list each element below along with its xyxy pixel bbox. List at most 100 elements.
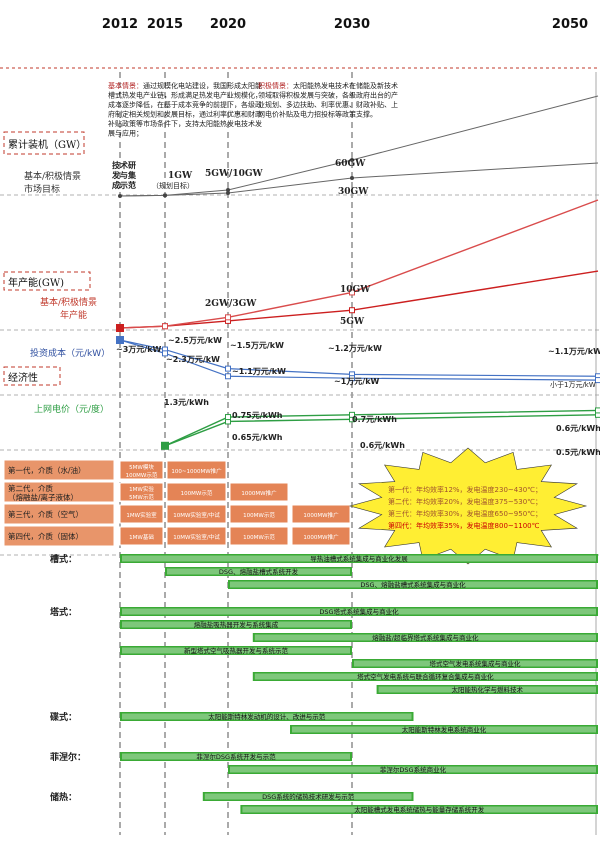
- tech-bar-sheen: [122, 608, 596, 615]
- tech-bar: [120, 712, 414, 721]
- tech-bar-text: 太阳能斯特林发电系统商业化: [402, 725, 487, 734]
- scenario-text: 业规划、多边扶助、利率优惠、财政补贴、上: [258, 100, 398, 109]
- generation-cell: [166, 504, 227, 524]
- cumulative-annotation: 5GW/10GW: [205, 169, 264, 179]
- tech-bar-text: 新型塔式空气吸热器开发与系统示范: [184, 646, 289, 655]
- cumulative-label: 累计装机（GW）: [8, 138, 86, 151]
- generation-label: 第三代，介质（空气）: [8, 509, 83, 519]
- tech-bar-sheen: [122, 713, 412, 720]
- generation-cell-text: 5MW模块: [129, 463, 154, 471]
- generation-cell-text: 1MW基础: [129, 533, 154, 541]
- scenario-text: 槽式热发电产业链，形成满足热发电产业规模化，: [108, 91, 262, 100]
- cumulative-point: [163, 193, 167, 198]
- tech-group-label: 储热：: [50, 791, 77, 803]
- tariff-annotation: 0.75元/kWh: [232, 411, 283, 420]
- tech-bar: [228, 580, 598, 589]
- generation-label-cell: [3, 503, 115, 525]
- tech-bar-text: 太阳能斯特林发动机的设计、改进与示范: [208, 712, 326, 721]
- tech-bar-sheen: [230, 581, 596, 588]
- tech-group-label: 塔式：: [50, 606, 77, 618]
- tech-bar-sheen: [242, 806, 596, 813]
- scenario-text: 太阳能热发电技术在储能及新技术: [293, 81, 398, 90]
- cumulative-label-box: [3, 131, 85, 155]
- generation-cell-text: 5MW示范: [129, 493, 154, 501]
- investment-annotation: ~1.5万元/kW: [230, 341, 284, 350]
- cumulative-annotation: （规划目标）: [152, 181, 194, 190]
- tariff-annotation: 1.3元/kWh: [164, 398, 209, 407]
- tech-bar: [240, 805, 598, 814]
- cumulative-annotation: 技术研: [112, 160, 136, 170]
- annual-sublabel: 基本/积极情景: [40, 296, 97, 308]
- scenario-text: 补贴政策等市场条件下，支持太阳能热发电技术发: [108, 119, 262, 128]
- scenario-title: 积极情景：: [258, 81, 293, 90]
- economics-label: 经济性: [8, 371, 38, 384]
- generation-cell: [166, 460, 227, 480]
- tech-bar: [120, 607, 598, 616]
- burst-text: 第四代：年均效率35%，发电温度800~1100℃: [388, 521, 540, 530]
- tariff-point: [225, 414, 231, 421]
- generation-cell: [229, 504, 289, 524]
- generation-cell-text: 100MW示范: [243, 533, 275, 541]
- tariff-line-high: [164, 414, 599, 447]
- generation-cell: [119, 526, 164, 546]
- investment-point: [225, 365, 231, 372]
- tech-bar-text: 塔式空气发电系统集成与商业化: [430, 659, 522, 668]
- scenario-text: 通过规模化电站建设，我国形成太阳能: [143, 81, 262, 90]
- tech-bar-sheen: [204, 793, 412, 800]
- generation-label-cell: [3, 481, 115, 503]
- annual-annotation: 5GW: [340, 317, 365, 327]
- burst-text: 第三代：年均效率30%，发电温度650~950℃；: [388, 509, 542, 518]
- tariff-annotation: 0.6元/kWh: [360, 441, 405, 450]
- tech-bar-sheen: [122, 647, 350, 654]
- year-label: 2015: [147, 17, 183, 32]
- burst-text: 第二代：年均效率20%，发电温度375~530℃；: [388, 497, 542, 506]
- investment-annotation: ~1.1万元/kW: [548, 347, 600, 356]
- annual-point: [349, 289, 355, 296]
- cumulative-annotation: 60GW: [335, 159, 366, 169]
- tech-bar-text: 菲涅尔DSG系统开发与示范: [196, 752, 276, 761]
- generation-label-cell: [3, 459, 115, 481]
- generation-cell: [119, 460, 164, 480]
- cumulative-annotation: 成示范: [112, 180, 136, 190]
- investment-point: [349, 375, 355, 382]
- tech-bar-sheen: [254, 634, 597, 641]
- tech-bar-text: 熔融盐吸热器开发与系统集成: [194, 620, 279, 629]
- cumulative-sublabel: 基本/积极情景: [24, 170, 81, 182]
- scenario-text: 领域取得积极发展与突破，各级政府出台的产: [258, 91, 398, 100]
- cumulative-point: [350, 176, 354, 180]
- tariff-start-marker: [161, 441, 169, 450]
- scenario-title: 基本情景：: [108, 81, 143, 90]
- tech-bar-sheen: [167, 568, 350, 575]
- generation-cell: [229, 526, 289, 546]
- tech-bar-sheen: [254, 673, 597, 680]
- tech-bar: [120, 620, 352, 629]
- tariff-annotation: 0.6元/kWh: [556, 424, 600, 433]
- cumulative-annotation: 1GW: [168, 171, 193, 181]
- investment-point: [225, 373, 231, 380]
- generation-label: 第二代，介质: [8, 483, 53, 493]
- cumulative-sublabel: 市场目标: [24, 183, 60, 195]
- tech-bar-sheen: [122, 753, 350, 760]
- generation-cell: [119, 482, 164, 502]
- scenario-text: 展与应用；: [108, 129, 143, 138]
- tech-group-label: 槽式：: [50, 553, 77, 565]
- generation-cell-text: 1MW实验: [129, 485, 154, 493]
- generation-cell-text: 10MW实验室/中试: [173, 511, 220, 519]
- annual-sublabel: 年产能: [60, 309, 87, 321]
- investment-annotation: ~1万元/kW: [334, 377, 380, 386]
- cumulative-annotation: 30GW: [338, 187, 369, 197]
- annual-point: [225, 314, 231, 321]
- cumulative-point: [226, 191, 230, 195]
- generation-label: （熔融盐/离子液体）: [8, 492, 78, 502]
- tech-bar: [165, 567, 352, 576]
- generation-cell-text: 1MW实验室: [126, 511, 157, 519]
- investment-label: 投资成本（元/kW）: [30, 347, 110, 359]
- tech-bar-text: DSG、熔融盐槽式系统集成与商业化: [360, 580, 466, 589]
- tech-group-label: 碟式：: [50, 711, 77, 723]
- cumulative-point: [118, 194, 122, 198]
- annual-annotation: 2GW/3GW: [205, 299, 257, 309]
- tech-bar-text: 熔融盐/超临界塔式系统集成与商业化: [372, 633, 479, 642]
- tech-bar: [252, 672, 599, 681]
- tech-bar: [290, 725, 598, 734]
